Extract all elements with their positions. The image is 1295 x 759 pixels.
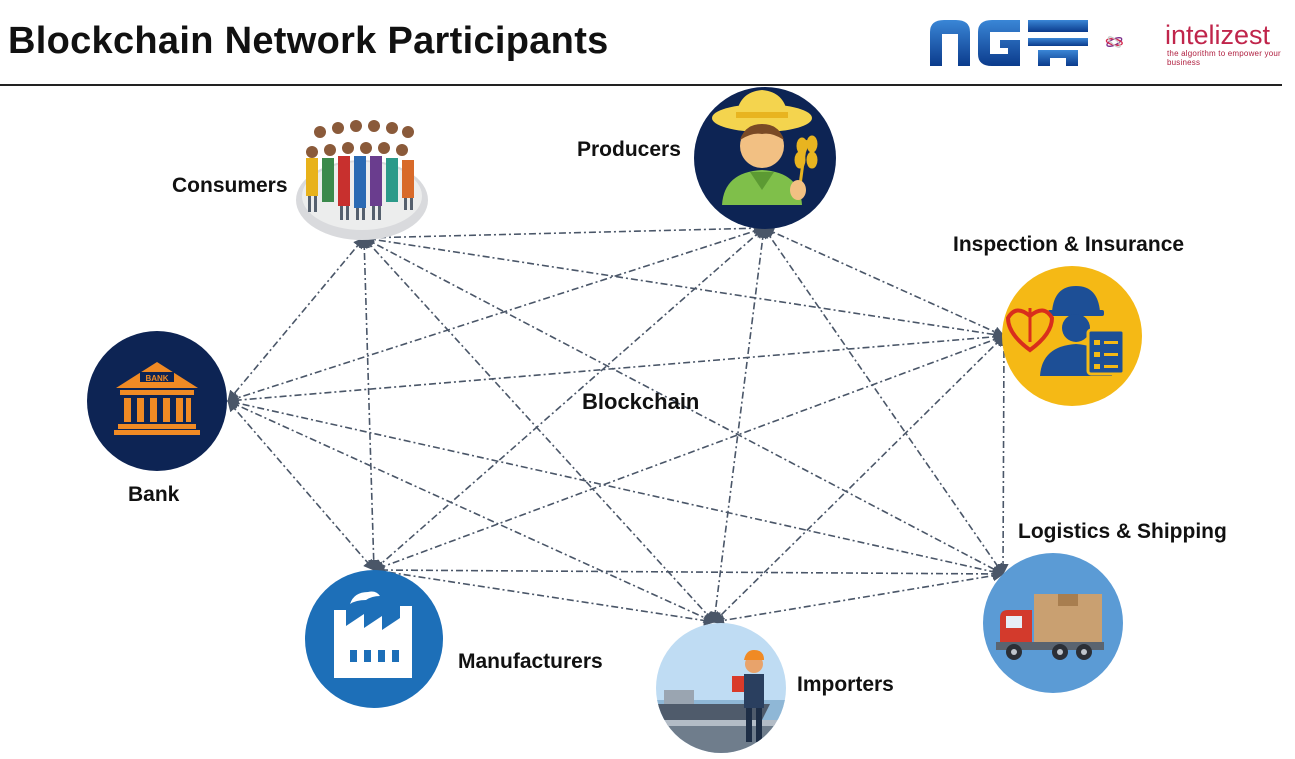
edge-consumers-importers — [363, 237, 715, 623]
inspector-icon — [1005, 286, 1126, 376]
producers-node[interactable] — [694, 87, 836, 229]
edge-producers-importers — [709, 226, 769, 624]
importers-label: Importers — [797, 673, 894, 696]
consumers-label: Consumers — [172, 174, 288, 197]
manufacturers-label: Manufacturers — [458, 650, 603, 673]
intelizest-tagline: the algorithm to empower your business — [1167, 49, 1281, 67]
bank-icon — [114, 362, 200, 435]
edge-manufacturers-importers — [372, 565, 716, 627]
edge-logistics-importers — [712, 570, 1005, 626]
bank-label: Bank — [128, 483, 180, 506]
edge-producers-bank — [226, 225, 766, 404]
edge-consumers-manufacturers — [358, 236, 380, 572]
factory-icon — [334, 591, 412, 678]
edge-inspection-logistics — [997, 334, 1010, 576]
intelizest-logo-icon — [1105, 36, 1123, 48]
edge-inspection-importers — [713, 335, 1005, 623]
truck-icon — [996, 594, 1104, 660]
edge-bank-manufacturers — [227, 400, 375, 571]
bank-node[interactable]: BANK — [87, 331, 227, 471]
edge-bank-importers — [226, 400, 716, 623]
farmer-icon — [712, 90, 818, 205]
header-divider — [0, 84, 1282, 86]
edge-consumers-inspection — [362, 233, 1006, 341]
intelizest-wordmark: intelizest — [1165, 20, 1271, 50]
producers-label: Producers — [577, 138, 681, 161]
logistics-label: Logistics & Shipping — [1018, 520, 1227, 543]
edge-producers-logistics — [763, 227, 1004, 575]
bank-sign-text: BANK — [145, 374, 168, 383]
importers-node[interactable] — [650, 623, 800, 759]
inspection-label: Inspection & Insurance — [953, 233, 1185, 256]
consumers-node[interactable] — [296, 120, 428, 240]
ngt-logo — [930, 20, 1088, 66]
manufacturers-node[interactable] — [305, 570, 443, 708]
edge-producers-manufacturers — [373, 227, 765, 571]
blockchain-center-label: Blockchain — [582, 389, 700, 414]
edge-consumers-producers — [362, 222, 766, 244]
edge-bank-logistics — [226, 397, 1005, 578]
crowd-icon — [306, 120, 414, 220]
network-edges — [226, 222, 1010, 627]
page-title: Blockchain Network Participants — [8, 20, 609, 62]
logistics-node[interactable] — [983, 553, 1123, 693]
edge-logistics-manufacturers — [372, 564, 1005, 580]
edge-consumers-bank — [227, 237, 365, 402]
inspection-node[interactable] — [1002, 266, 1142, 406]
edge-inspection-bank — [226, 331, 1006, 406]
edge-inspection-manufacturers — [372, 334, 1006, 572]
